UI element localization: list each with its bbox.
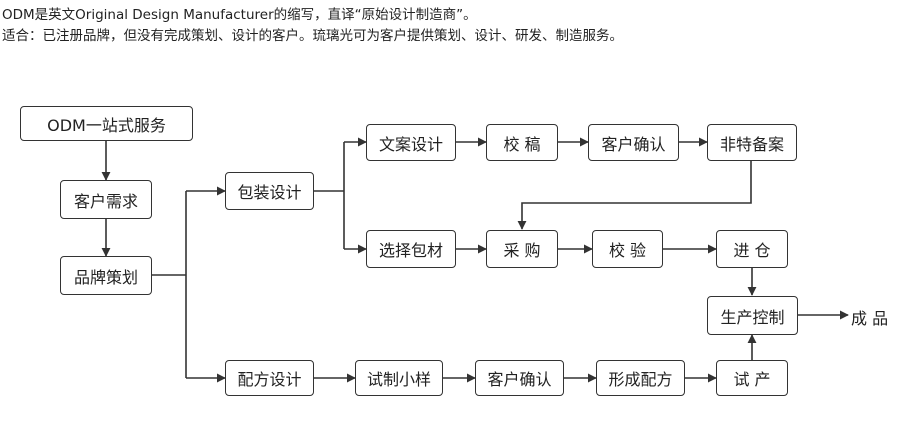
- intro-definition: ODM是英文Original Design Manufacturer的缩写，直译…: [2, 7, 477, 23]
- node-odm-service: ODM一站式服务: [20, 106, 193, 141]
- node-inspect: 校 验: [592, 230, 663, 268]
- node-form-formula: 形成配方: [596, 360, 685, 396]
- node-trial-production: 试 产: [716, 360, 788, 396]
- node-packaging-design: 包装设计: [225, 172, 314, 210]
- node-copy-design: 文案设计: [366, 124, 456, 161]
- node-production-control: 生产控制: [707, 296, 798, 335]
- node-formula-design: 配方设计: [225, 360, 314, 396]
- node-non-special-filing: 非特备案: [707, 124, 797, 161]
- node-warehouse-in: 进 仓: [716, 230, 788, 268]
- node-customer-confirm-1: 客户确认: [588, 124, 679, 161]
- node-brand-planning: 品牌策划: [60, 256, 152, 295]
- node-customer-confirm-2: 客户确认: [475, 360, 564, 396]
- node-finished-product: 成 品: [851, 309, 889, 328]
- node-trial-sample: 试制小样: [355, 360, 443, 396]
- node-select-materials: 选择包材: [366, 230, 456, 268]
- intro-suitability: 适合：已注册品牌，但没有完成策划、设计的客户。琉璃光可为客户提供策划、设计、研发…: [2, 28, 623, 44]
- node-proofread: 校 稿: [486, 124, 558, 161]
- node-purchase: 采 购: [486, 230, 558, 268]
- node-customer-needs: 客户需求: [60, 180, 152, 219]
- arrow-filing-to-purchase: [517, 161, 752, 230]
